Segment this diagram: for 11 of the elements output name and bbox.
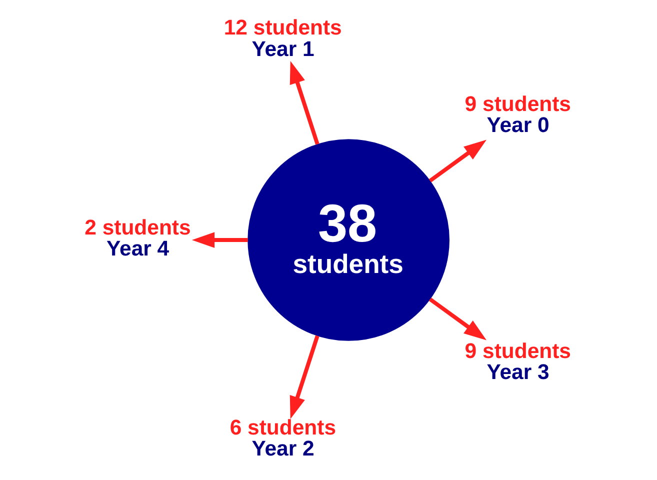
- node-text: 2 students Year 4: [84, 215, 191, 261]
- arrow: [428, 140, 487, 182]
- node-text: 12 students Year 1: [224, 16, 342, 61]
- node-circle: 38 students: [248, 139, 450, 341]
- node-text: 9 students Year 3: [464, 338, 571, 384]
- node-text: 9 students Year 0: [464, 92, 571, 138]
- node-text: 6 students Year 2: [230, 415, 336, 461]
- arrow: [192, 232, 248, 248]
- arrow: [290, 60, 320, 145]
- arrow: [428, 298, 487, 340]
- arrow: [290, 335, 320, 420]
